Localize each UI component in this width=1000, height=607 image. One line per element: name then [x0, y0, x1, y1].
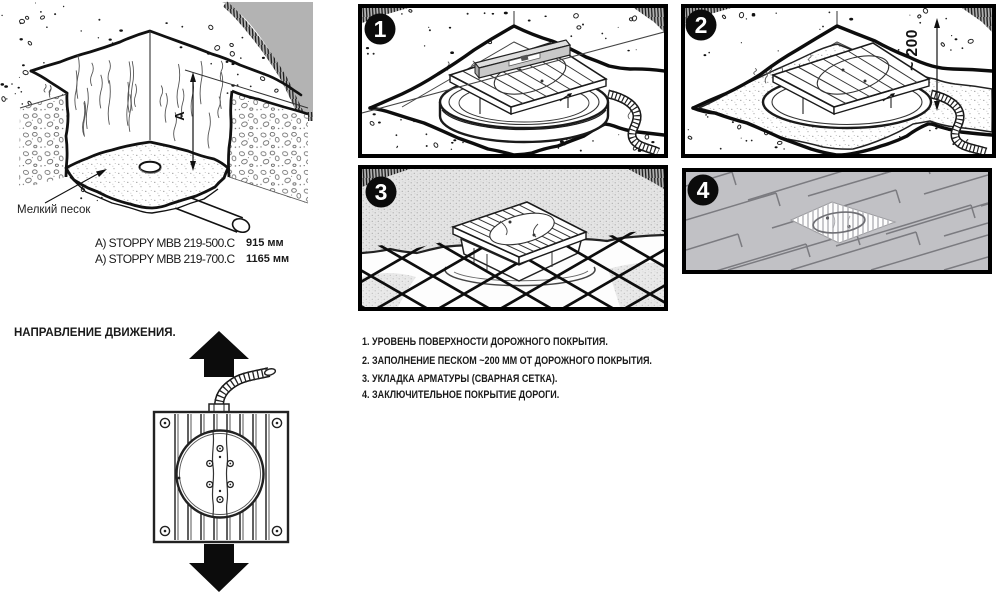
svg-text:1: 1	[374, 16, 387, 42]
svg-text:A: A	[172, 111, 187, 121]
svg-text:3: 3	[375, 179, 388, 205]
svg-text:4: 4	[697, 177, 710, 203]
svg-text:2: 2	[695, 12, 708, 38]
svg-text:~ 200: ~ 200	[904, 29, 921, 71]
